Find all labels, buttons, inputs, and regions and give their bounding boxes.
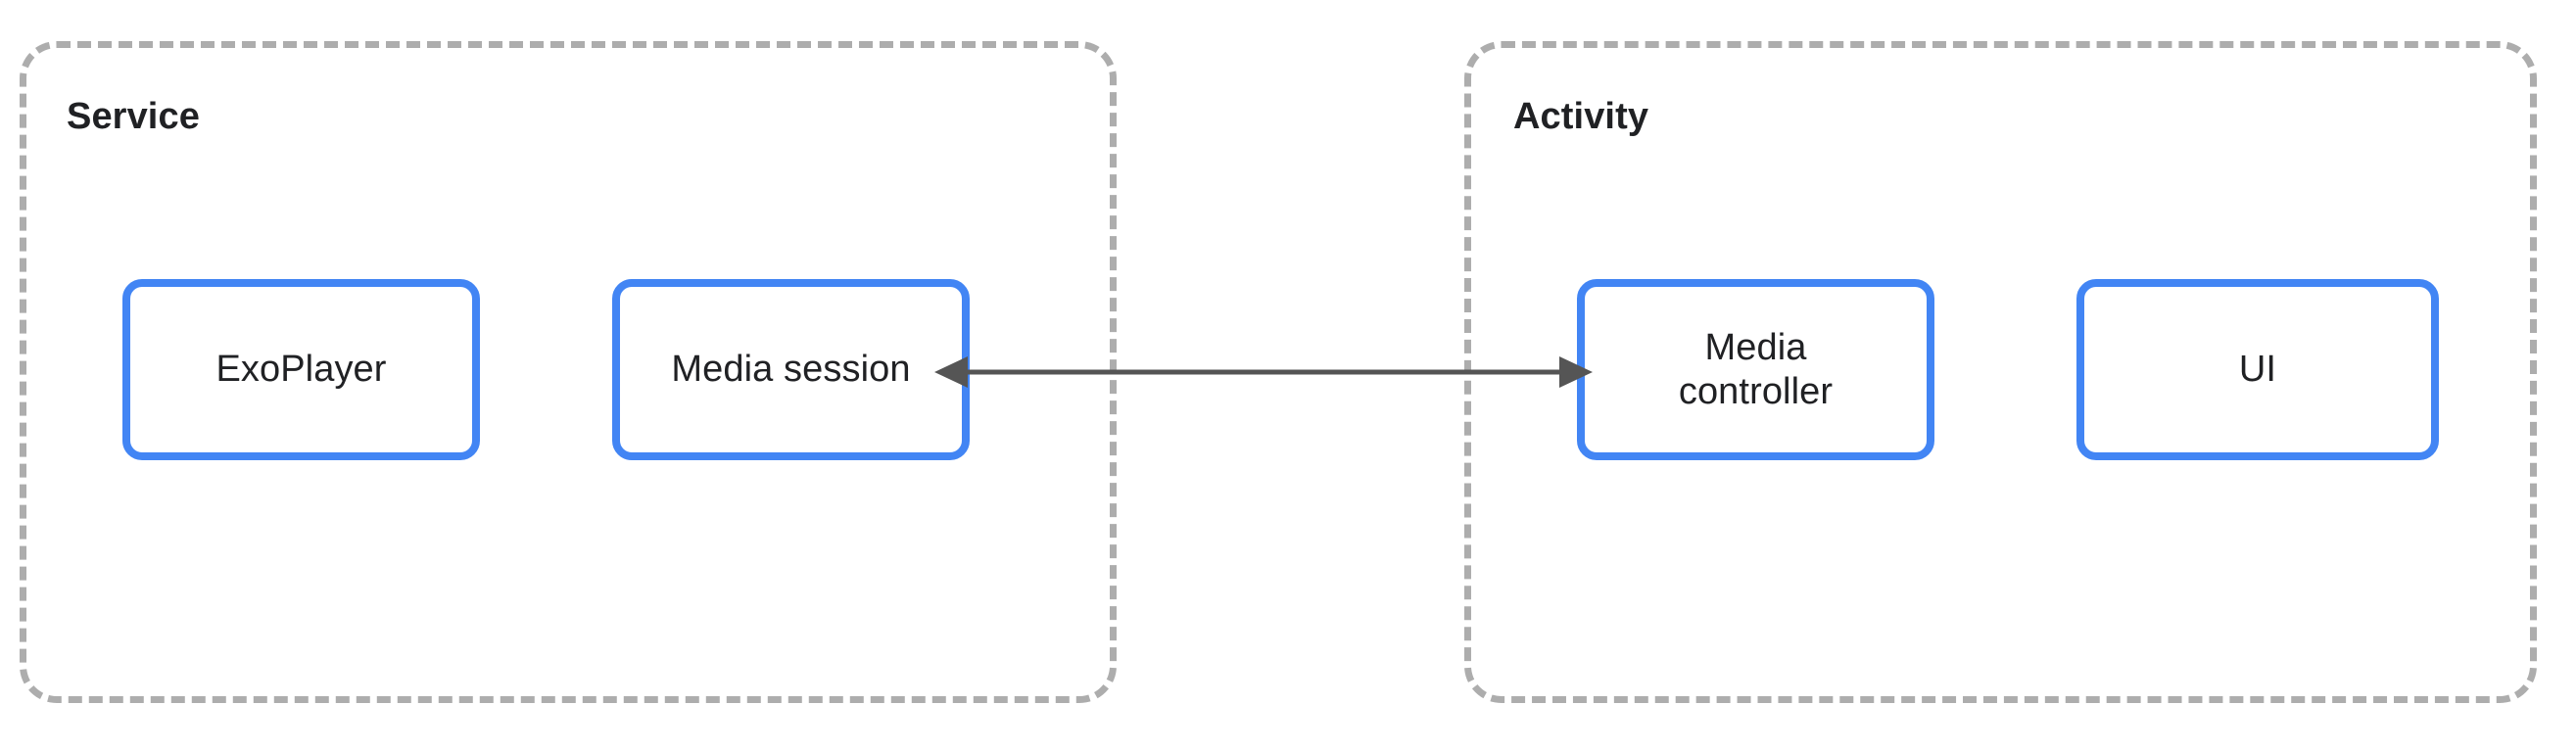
region-service-label: Service [67,96,200,137]
node-media-session[interactable]: Media session [612,279,970,460]
arrowhead-right-icon [1559,356,1593,388]
arrowhead-left-icon [934,356,968,388]
node-media-controller[interactable]: Media controller [1577,279,1934,460]
node-exoplayer-label: ExoPlayer [215,349,387,391]
node-exoplayer[interactable]: ExoPlayer [122,279,480,460]
node-media-controller-label: Media controller [1678,326,1834,412]
region-activity-label: Activity [1513,96,1649,137]
node-ui[interactable]: UI [2076,279,2439,460]
connector-media-session-to-media-controller [934,356,1593,388]
node-media-session-label: Media session [671,349,911,391]
node-ui-label: UI [2238,349,2277,391]
